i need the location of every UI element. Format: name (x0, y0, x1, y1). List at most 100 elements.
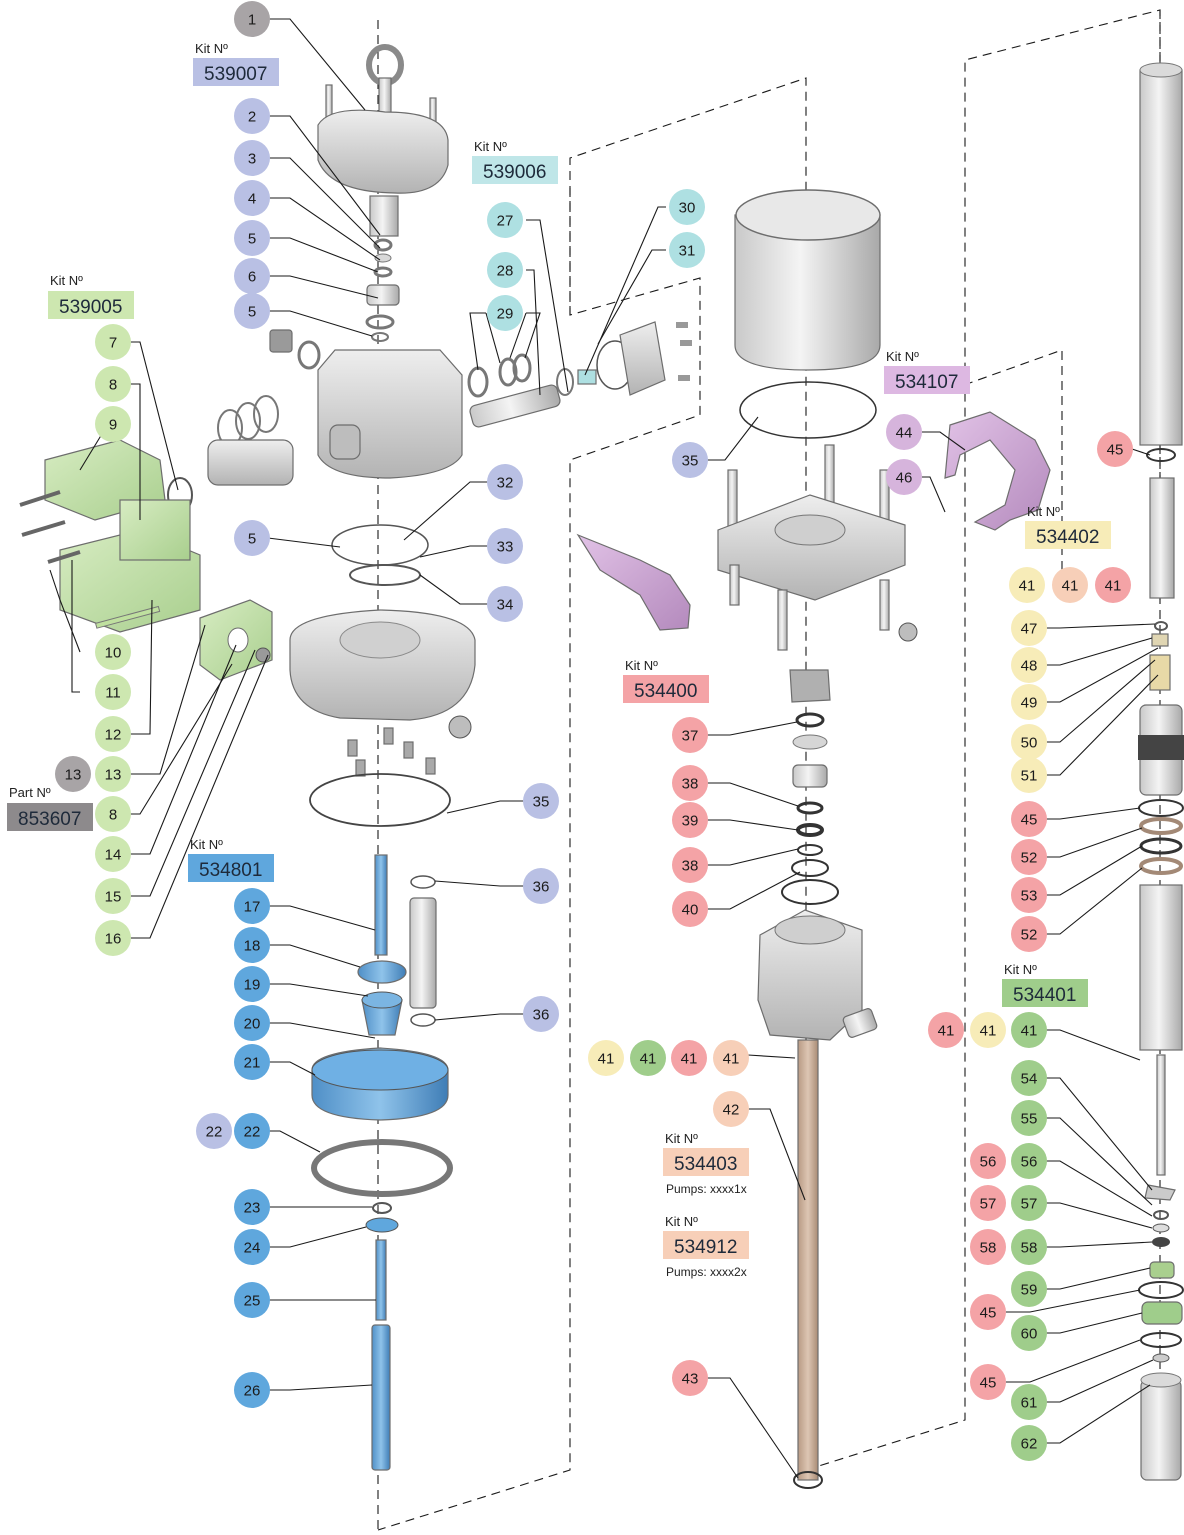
svg-text:Kit Nº: Kit Nº (665, 1214, 698, 1229)
kit-534402: Kit Nº 534402 (1025, 504, 1111, 549)
callout-20: 20 (234, 1005, 270, 1041)
callout-circle (234, 1005, 270, 1041)
callout-number: 52 (1021, 850, 1038, 867)
callout-47: 47 (1011, 610, 1047, 646)
callout-number: 41 (980, 1023, 997, 1040)
callout-circle (588, 1040, 624, 1076)
callout-15: 15 (95, 878, 131, 914)
callout-22: 22 (196, 1113, 232, 1149)
callout-circle (1011, 916, 1047, 952)
callout-number: 33 (497, 539, 514, 556)
callout-51: 51 (1011, 757, 1047, 793)
callout-number: 59 (1021, 1282, 1038, 1299)
callout-number: 8 (109, 377, 117, 394)
callout-circle (234, 180, 270, 216)
callout-number: 8 (109, 807, 117, 824)
callout-14: 14 (95, 836, 131, 872)
callout-circle (669, 189, 705, 225)
callout-circle (487, 586, 523, 622)
callout-29: 29 (487, 295, 523, 331)
callout-number: 41 (723, 1051, 740, 1068)
callout-number: 60 (1021, 1326, 1038, 1343)
svg-text:534403: 534403 (674, 1154, 737, 1175)
callout-circle (487, 295, 523, 331)
callout-number: 46 (896, 470, 913, 487)
callout-number: 4 (248, 191, 256, 208)
callout-circle (671, 1040, 707, 1076)
callout-number: 45 (980, 1305, 997, 1322)
callout-circle (234, 140, 270, 176)
svg-text:534401: 534401 (1013, 985, 1076, 1006)
callout-23: 23 (234, 1189, 270, 1225)
callout-49: 49 (1011, 684, 1047, 720)
callout-56: 56 (1011, 1143, 1047, 1179)
callout-number: 36 (533, 1007, 550, 1024)
callout-circle (1011, 1384, 1047, 1420)
callout-13: 13 (55, 756, 91, 792)
callout-number: 55 (1021, 1111, 1038, 1128)
callout-circle (1011, 1143, 1047, 1179)
callout-circle (95, 920, 131, 956)
svg-text:534402: 534402 (1036, 527, 1099, 548)
callout-45: 45 (970, 1294, 1006, 1330)
callout-circle (523, 868, 559, 904)
svg-text:539006: 539006 (483, 162, 546, 183)
svg-text:539005: 539005 (59, 297, 122, 318)
leader-lines (49, 18, 1159, 1479)
callout-number: 37 (682, 728, 699, 745)
callout-number: 6 (248, 269, 256, 286)
svg-text:Pumps: xxxx1x: Pumps: xxxx1x (666, 1182, 747, 1196)
svg-text:Kit Nº: Kit Nº (1027, 504, 1060, 519)
callout-58: 58 (970, 1229, 1006, 1265)
svg-text:Pumps: xxxx2x: Pumps: xxxx2x (666, 1265, 747, 1279)
callout-46: 46 (886, 459, 922, 495)
callout-circle (1011, 1425, 1047, 1461)
callout-circle (928, 1012, 964, 1048)
callout-number: 36 (533, 879, 550, 896)
callout-41: 41 (671, 1040, 707, 1076)
callout-56: 56 (970, 1143, 1006, 1179)
callout-circle (1011, 877, 1047, 913)
callout-number: 41 (938, 1023, 955, 1040)
callout-circle (234, 1372, 270, 1408)
callout-number: 44 (896, 425, 913, 442)
callout-circle (1011, 757, 1047, 793)
callout-36: 36 (523, 868, 559, 904)
callout-circle (669, 232, 705, 268)
callout-28: 28 (487, 252, 523, 288)
callout-circle (487, 202, 523, 238)
callout-circle (234, 966, 270, 1002)
callout-17: 17 (234, 888, 270, 924)
callout-45: 45 (970, 1364, 1006, 1400)
callout-circle (234, 888, 270, 924)
callout-41: 41 (1095, 567, 1131, 603)
svg-text:853607: 853607 (18, 809, 81, 830)
callout-number: 56 (980, 1154, 997, 1171)
callout-52: 52 (1011, 839, 1047, 875)
callout-9: 9 (95, 406, 131, 442)
kit-539005: Kit Nº 539005 (48, 273, 134, 319)
callout-circle (1052, 567, 1088, 603)
callout-number: 2 (248, 109, 256, 126)
callout-number: 45 (980, 1375, 997, 1392)
callout-number: 40 (682, 902, 699, 919)
callout-38: 38 (672, 847, 708, 883)
svg-text:Kit Nº: Kit Nº (195, 41, 228, 56)
callout-34: 34 (487, 586, 523, 622)
callout-circle (1011, 724, 1047, 760)
callout-11: 11 (95, 674, 131, 710)
callout-45: 45 (1011, 801, 1047, 837)
callout-number: 12 (105, 727, 122, 744)
callout-circle (1011, 1229, 1047, 1265)
kit-534912: Kit Nº 534912 Pumps: xxxx2x (663, 1214, 749, 1279)
callout-6: 6 (234, 258, 270, 294)
callout-number: 48 (1021, 658, 1038, 675)
callout-number: 27 (497, 213, 514, 230)
callout-circle (672, 717, 708, 753)
callout-circle (196, 1113, 232, 1149)
callout-number: 42 (723, 1102, 740, 1119)
callout-circle (234, 293, 270, 329)
callout-number: 41 (1019, 578, 1036, 595)
callout-number: 50 (1021, 735, 1038, 752)
